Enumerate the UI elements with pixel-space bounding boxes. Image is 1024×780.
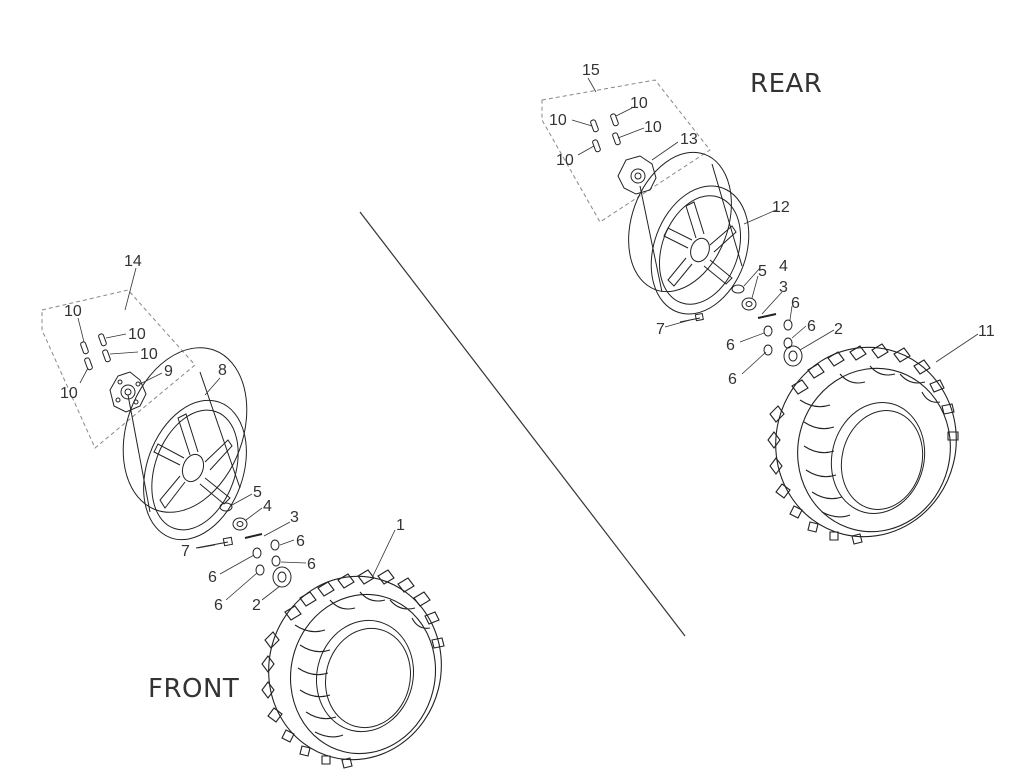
front-rim — [122, 347, 248, 541]
front-callouts: 1 2 3 4 5 6 6 6 6 7 8 9 10 10 10 10 14 — [60, 253, 405, 614]
rear-tire — [767, 343, 959, 545]
rear-section-title: REAR — [750, 69, 822, 99]
front-cotter-pin — [244, 533, 263, 539]
rear-hub-kit-outline — [541, 79, 711, 223]
rear-callout-5: 5 — [758, 263, 767, 280]
front-washer — [219, 502, 233, 512]
section-divider — [359, 211, 686, 637]
rear-callout-13: 13 — [680, 131, 698, 148]
rear-callout-15: 15 — [582, 62, 600, 79]
rear-hub — [617, 155, 657, 195]
rear-lug-nuts — [763, 319, 793, 356]
front-valve-stem — [195, 536, 234, 549]
rear-cotter-pin — [757, 313, 777, 319]
rear-callout-12: 12 — [772, 199, 790, 216]
rear-callout-10c: 10 — [644, 119, 662, 136]
rear-hub-cap — [783, 345, 803, 367]
rear-leader-lines — [571, 77, 979, 375]
rear-callout-6d: 6 — [728, 371, 737, 388]
front-callout-1: 1 — [396, 517, 405, 534]
front-castle-nut — [232, 517, 248, 531]
front-callout-6d: 6 — [214, 597, 223, 614]
front-callout-6b: 6 — [307, 556, 316, 573]
front-assembly: 1 2 3 4 5 6 6 6 6 7 8 9 10 10 10 10 14 — [41, 253, 445, 769]
rear-assembly: 11 2 3 4 5 6 6 6 6 7 12 13 10 10 10 10 1… — [541, 62, 995, 545]
front-callout-14: 14 — [124, 253, 142, 270]
rear-callout-7: 7 — [656, 321, 665, 338]
front-leader-lines — [77, 267, 396, 601]
front-wheel-studs — [80, 333, 111, 371]
front-callout-6a: 6 — [296, 533, 305, 550]
front-callout-3: 3 — [290, 509, 299, 526]
front-callout-6c: 6 — [208, 569, 217, 586]
front-callout-10b: 10 — [128, 326, 146, 343]
rear-callout-6c: 6 — [726, 337, 735, 354]
rear-valve-stem — [679, 312, 704, 323]
front-callout-8: 8 — [218, 362, 227, 379]
front-tire — [261, 569, 445, 769]
rear-callout-11: 11 — [978, 323, 995, 340]
front-lug-nuts — [252, 539, 281, 576]
rear-callout-4: 4 — [779, 258, 788, 275]
front-callout-7: 7 — [181, 543, 190, 560]
rear-callout-6a: 6 — [791, 295, 800, 312]
front-hub — [109, 371, 147, 413]
front-callout-9: 9 — [164, 363, 173, 380]
rear-callout-10a: 10 — [630, 95, 648, 112]
front-callout-4: 4 — [263, 498, 272, 515]
front-callout-10c: 10 — [140, 346, 158, 363]
rear-washer — [731, 284, 745, 294]
rear-callouts: 11 2 3 4 5 6 6 6 6 7 12 13 10 10 10 10 1… — [549, 62, 995, 388]
front-callout-2: 2 — [252, 597, 261, 614]
rear-wheel-studs — [590, 113, 621, 153]
front-hub-cap — [272, 566, 292, 588]
rear-callout-2: 2 — [834, 321, 843, 338]
front-section-title: FRONT — [148, 674, 239, 704]
rear-callout-10b: 10 — [549, 112, 567, 129]
rear-callout-10d: 10 — [556, 152, 574, 169]
rear-castle-nut — [741, 297, 757, 311]
front-callout-10d: 10 — [60, 385, 78, 402]
rear-callout-6b: 6 — [807, 318, 816, 335]
rear-rim — [628, 151, 750, 315]
front-hub-kit-outline — [41, 289, 196, 449]
rear-callout-3: 3 — [779, 279, 788, 296]
front-callout-10a: 10 — [64, 303, 82, 320]
front-callout-5: 5 — [253, 484, 262, 501]
